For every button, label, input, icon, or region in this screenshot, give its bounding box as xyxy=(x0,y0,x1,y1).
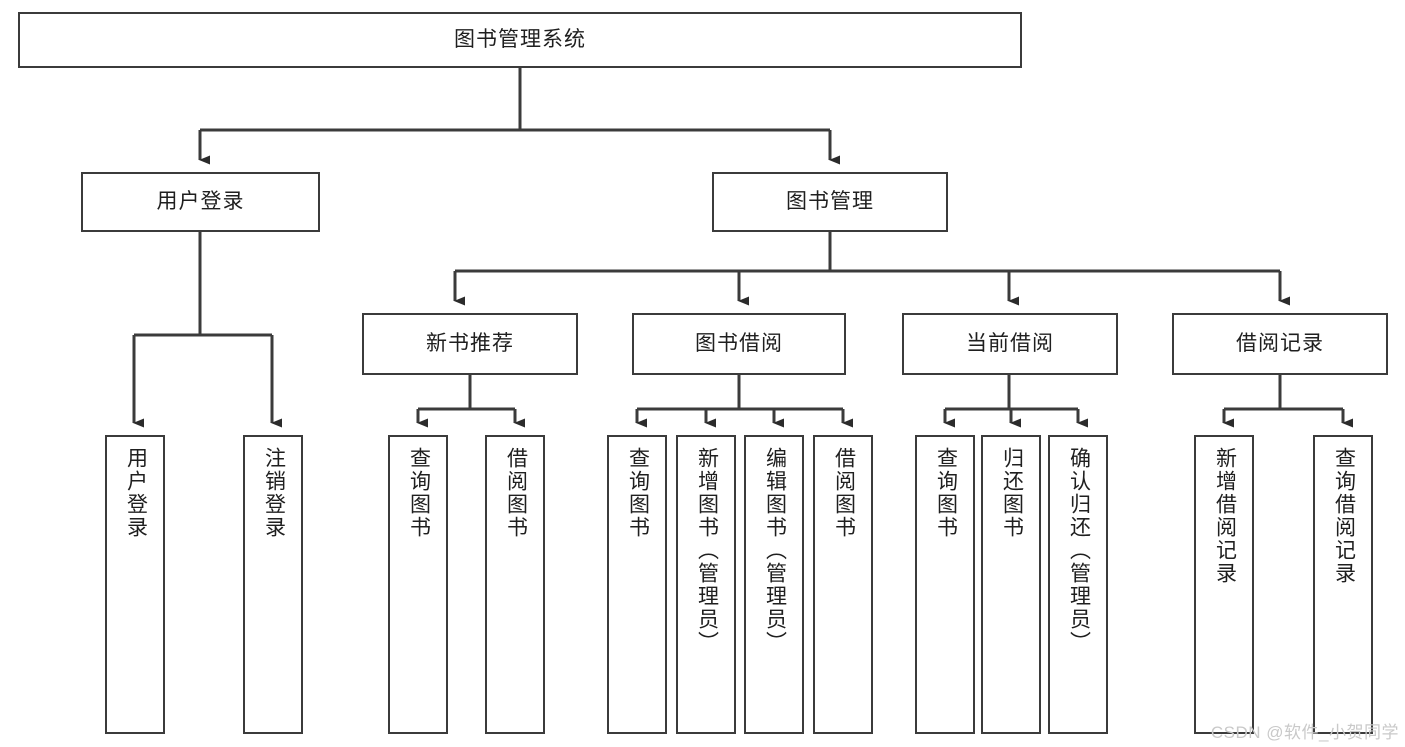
leaf-add-book-admin[interactable]: 新增图书（管理员） xyxy=(676,435,736,734)
leaf-edit-book-admin[interactable]: 编辑图书（管理员） xyxy=(744,435,804,734)
leaf-query-book-recommend[interactable]: 查询图书 xyxy=(388,435,448,734)
leaf-borrow-book-recommend[interactable]: 借阅图书 xyxy=(485,435,545,734)
leaf-user-login[interactable]: 用户登录 xyxy=(105,435,165,734)
leaf-query-borrow-record[interactable]: 查询借阅记录 xyxy=(1313,435,1373,734)
node-borrow-record[interactable]: 借阅记录 xyxy=(1172,313,1388,375)
leaf-query-book-borrow[interactable]: 查询图书 xyxy=(607,435,667,734)
leaf-confirm-return-admin[interactable]: 确认归还（管理员） xyxy=(1048,435,1108,734)
leaf-query-book-current[interactable]: 查询图书 xyxy=(915,435,975,734)
node-book-borrow[interactable]: 图书借阅 xyxy=(632,313,846,375)
csdn-watermark: CSDN @软件_小贺同学 xyxy=(1210,723,1399,742)
leaf-return-book[interactable]: 归还图书 xyxy=(981,435,1041,734)
node-user-login[interactable]: 用户登录 xyxy=(81,172,320,232)
leaf-borrow-book[interactable]: 借阅图书 xyxy=(813,435,873,734)
leaf-add-borrow-record[interactable]: 新增借阅记录 xyxy=(1194,435,1254,734)
node-root[interactable]: 图书管理系统 xyxy=(18,12,1022,68)
leaf-logout[interactable]: 注销登录 xyxy=(243,435,303,734)
node-new-book-recommend[interactable]: 新书推荐 xyxy=(362,313,578,375)
node-book-management[interactable]: 图书管理 xyxy=(712,172,948,232)
node-current-borrow[interactable]: 当前借阅 xyxy=(902,313,1118,375)
